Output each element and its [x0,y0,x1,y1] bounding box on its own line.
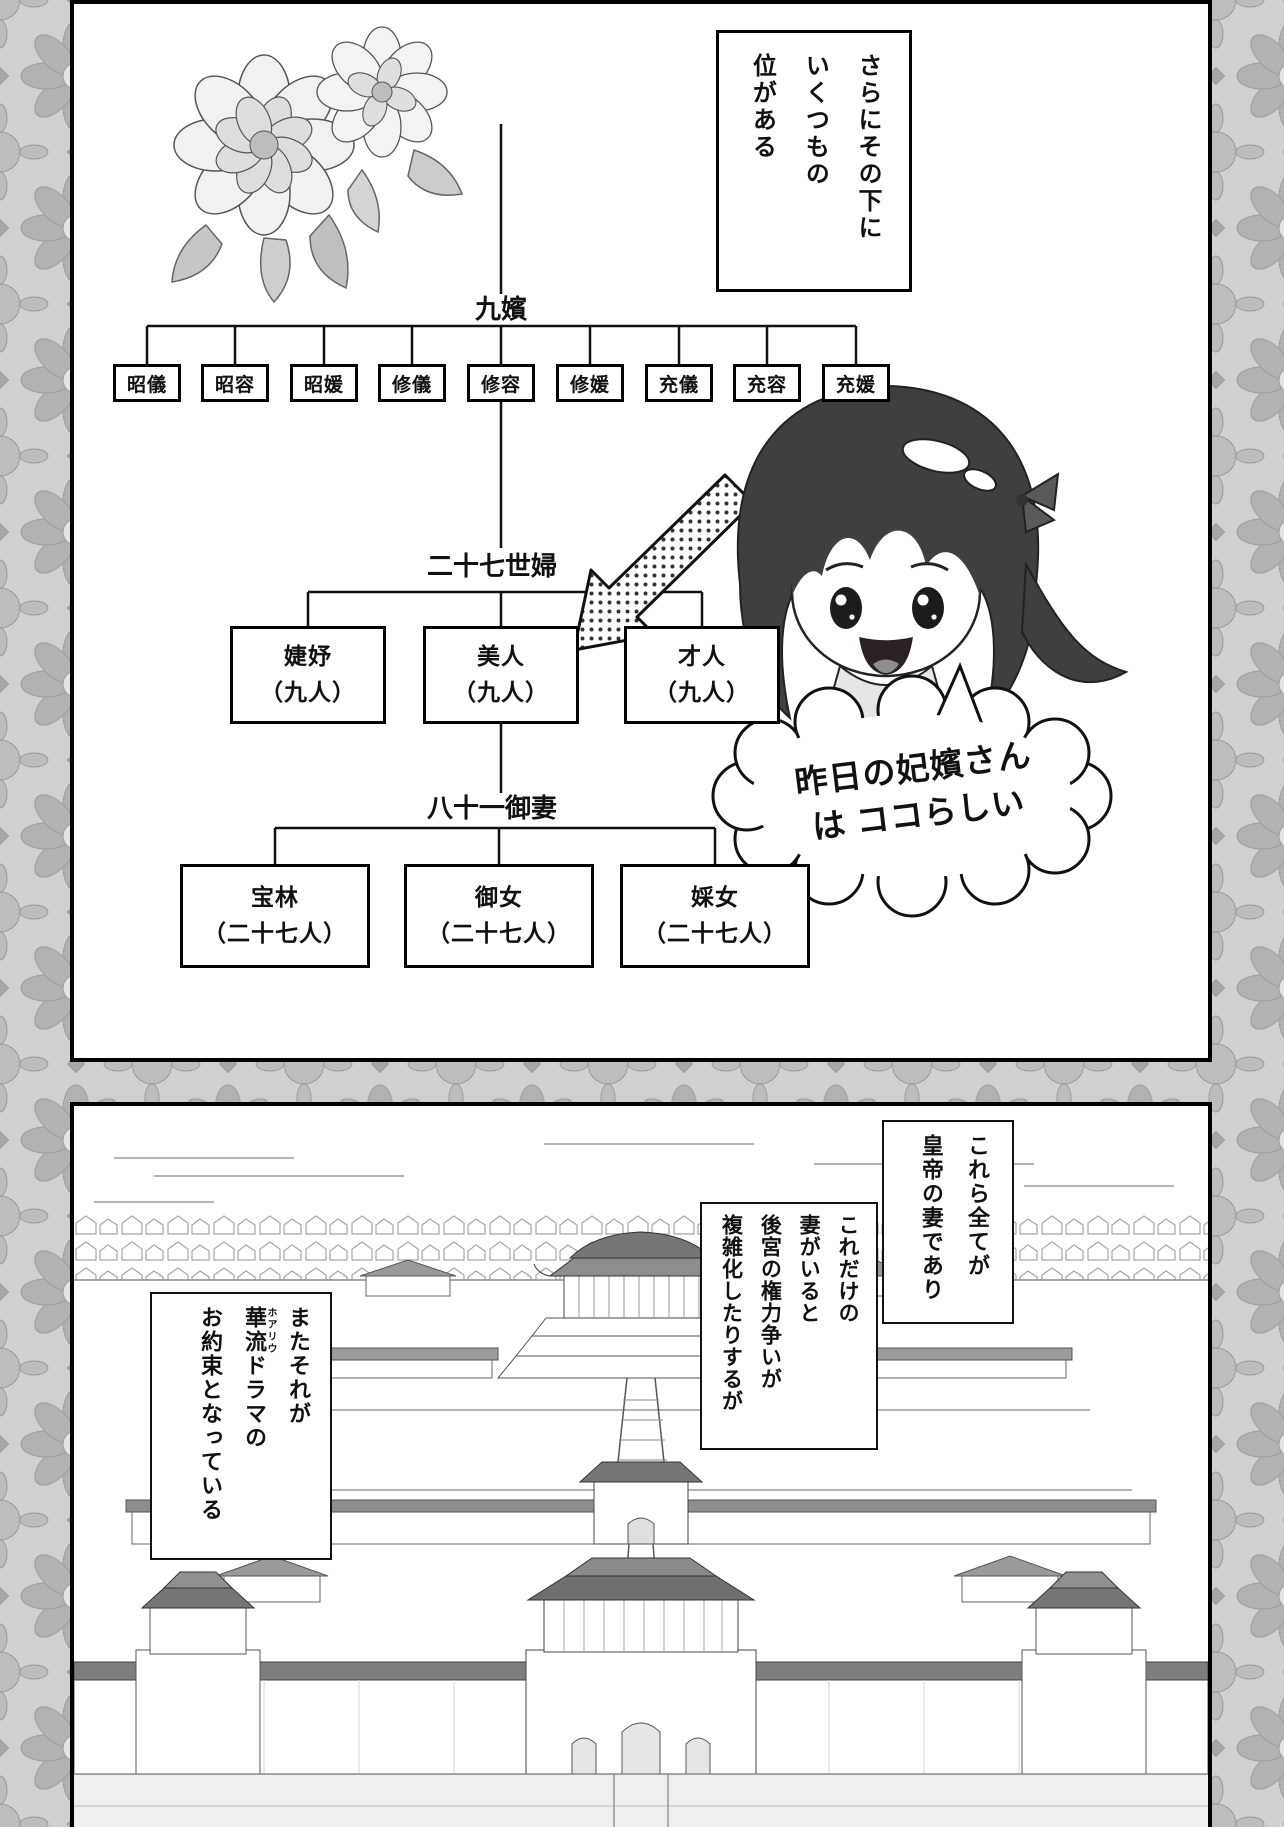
rank-count: （九人） [654,679,750,705]
rank1-box: 修媛 [556,364,624,402]
ruby-base: 華流 [242,1306,267,1354]
speech-bubble [711,662,1113,918]
tree-and-art-overlay [145,124,1129,918]
rank-name: 美人 [477,643,525,670]
corner-towers [135,1571,1147,1775]
top-panel: さらにその下に いくつもの 位がある 九嬪 二十七世婦 八十一御妻 昭儀 昭容 … [70,0,1212,1062]
caption-line: 妻がいると [797,1214,821,1324]
rank1-box: 修容 [467,364,535,402]
rank3-box: 御女 （二十七人） [404,864,594,968]
rank1-box: 充媛 [822,364,890,402]
rank-name: 婕妤 [284,643,332,670]
caption-line: 皇帝の妻であり [918,1134,944,1302]
narration-line: 位がある [748,53,776,161]
narration-line: いくつもの [801,53,829,188]
chibi-character-illustration [736,384,1129,731]
caption-line: これだけの [836,1214,859,1324]
rank3-title: 八十一御妻 [397,793,587,823]
caption-line: これら全てが [965,1134,990,1278]
caption-power-struggle: これだけの 妻がいると 後宮の権力争いが 複雑化したりするが [700,1202,878,1450]
rank1-box: 修儀 [378,364,446,402]
narration-box-top: さらにその下に いくつもの 位がある [716,30,912,292]
rank2-box: 美人 （九人） [423,626,579,724]
rank-name: 才人 [678,643,726,670]
main-hall [496,1231,786,1379]
rank-count: （二十七人） [427,920,571,946]
rank2-box: 才人 （九人） [624,626,780,724]
moat [74,1773,1208,1827]
rank1-title: 九嬪 [421,295,581,323]
narration-line: さらにその下に [854,53,881,242]
caption-line: 華流ホアリウドラマの [232,1306,276,1546]
caption-line: またそれが [286,1306,311,1426]
rank-name: 宝林 [251,884,299,911]
peony-illustration [171,26,464,304]
rank1-box: 昭儀 [113,364,181,402]
rank2-title: 二十七世婦 [397,551,587,581]
rank1-box: 昭容 [201,364,269,402]
rank-name: 婇女 [691,884,739,911]
furigana-text: ホアリウ [265,1306,276,1354]
caption-line: お約束となっている [198,1306,223,1522]
rank-count: （九人） [260,679,356,705]
rank-count: （九人） [453,679,549,705]
rank-count: （二十七人） [643,920,787,946]
caption-line: 複雑化したりするが [719,1214,743,1412]
middle-wall-gate [125,1461,1157,1545]
rank-count: （二十七人） [203,920,347,946]
caption-drama: またそれが 華流ホアリウドラマの お約束となっている [150,1292,332,1560]
highlight-arrow-icon [572,473,755,652]
rank1-box: 充容 [733,364,801,402]
rank1-box: 充儀 [645,364,713,402]
rank-name: 御女 [475,884,523,911]
caption-emperor-wives: これら全てが 皇帝の妻であり [882,1120,1014,1324]
rank1-box: 昭媛 [290,364,358,402]
rank2-box: 婕妤 （九人） [230,626,386,724]
rank3-box: 婇女 （二十七人） [620,864,810,968]
palace-illustration [74,1106,1208,1827]
rank3-box: 宝林 （二十七人） [180,864,370,968]
tree-lines [145,124,858,864]
furigana-ruby: 華流ホアリウ [242,1306,276,1354]
bottom-panel: これら全てが 皇帝の妻であり これだけの 妻がいると 後宮の権力争いが 複雑化し… [70,1102,1212,1827]
caption-line-rest: ドラマの [242,1354,267,1450]
caption-line: 後宮の権力争いが [758,1214,782,1390]
